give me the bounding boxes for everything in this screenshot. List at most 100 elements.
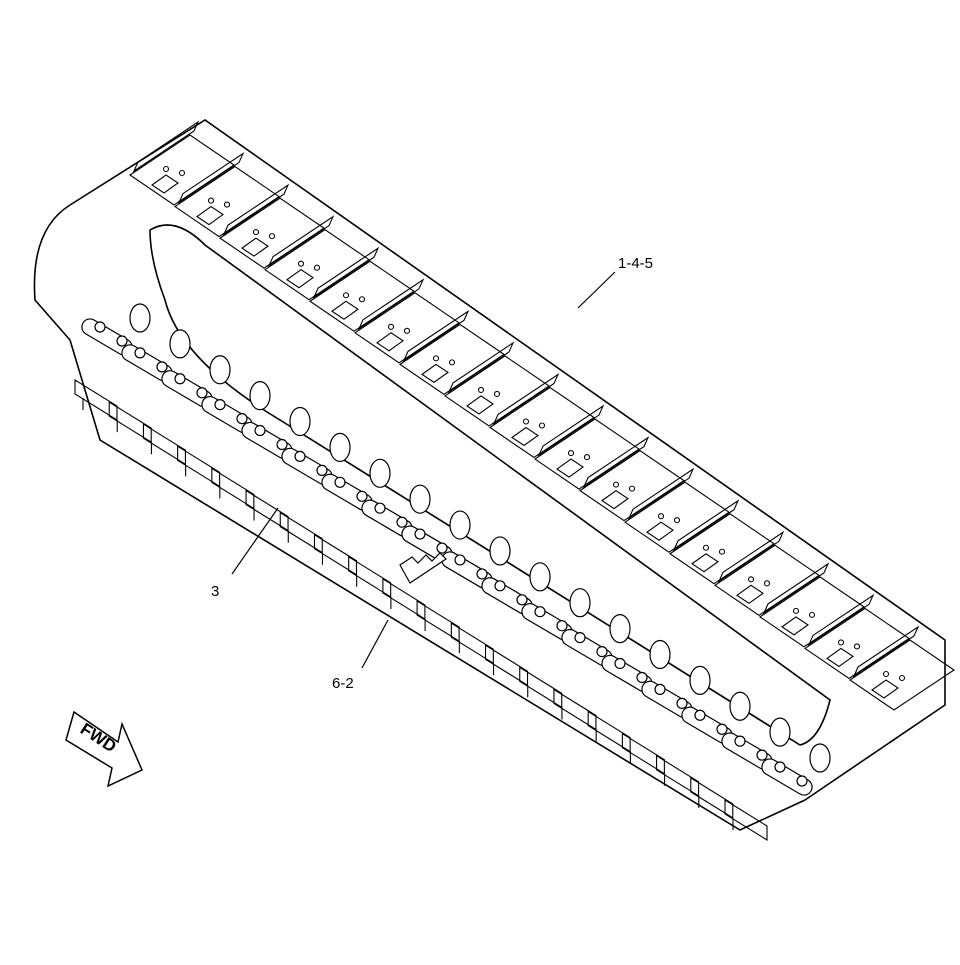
link-bushing — [414, 528, 426, 540]
shoe-grouser — [312, 246, 380, 299]
shoe-bolt — [628, 485, 636, 492]
shoe-bracket — [241, 237, 269, 257]
shoe-bracket — [736, 584, 764, 604]
track-roller — [369, 458, 391, 488]
lower-shoe — [211, 467, 255, 510]
shoe-bolt — [837, 639, 845, 646]
link-bushing — [374, 502, 386, 514]
track-shoe — [489, 386, 595, 459]
shoe-bolt — [432, 355, 440, 362]
lower-shoe — [382, 577, 426, 620]
shoe-grouser — [537, 404, 605, 457]
shoe-bolt — [583, 454, 591, 461]
track-roller — [729, 691, 751, 721]
track-roller — [609, 613, 631, 644]
shoe-bracket — [601, 489, 629, 510]
callout-1-4-5: 1-4-5 — [618, 255, 653, 272]
track-roller — [209, 355, 231, 385]
shoe-bolt — [162, 165, 170, 173]
link-bushing — [156, 361, 168, 373]
shoe-bolt — [178, 169, 186, 177]
link-bushing — [774, 761, 786, 773]
track-shoe — [534, 418, 640, 490]
shoe-bracket — [466, 395, 494, 415]
lower-shoe — [177, 445, 221, 488]
shoe-bolt — [853, 643, 861, 650]
shoe-bolt — [763, 580, 771, 587]
link-bushing — [454, 554, 466, 566]
link-bushing — [214, 399, 226, 411]
fwd-direction-marker: FWD — [65, 710, 143, 788]
link-bushing — [494, 580, 506, 592]
shoe-bolt — [493, 390, 501, 397]
track-roller — [529, 562, 551, 592]
track-roller — [289, 406, 311, 437]
lower-shoe — [108, 401, 152, 444]
shoe-bracket — [151, 174, 179, 194]
shoe-bracket — [556, 458, 584, 478]
lower-shoe — [279, 511, 323, 554]
lower-shoe — [348, 555, 392, 598]
shoe-bolt — [342, 292, 350, 299]
link-bushing — [174, 373, 186, 385]
shoe-bolt — [612, 481, 620, 488]
shoe-bracket — [376, 332, 404, 352]
link-bushing — [334, 476, 346, 488]
shoe-grouser — [717, 530, 785, 583]
lower-shoe — [416, 600, 460, 643]
track-shoe — [759, 576, 865, 648]
shoe-bolt — [792, 607, 800, 614]
lower-shoe — [690, 776, 734, 819]
lower-shoe — [313, 533, 358, 576]
link-bushing — [716, 723, 728, 735]
link-bushing — [254, 424, 266, 437]
link-bushing — [636, 671, 648, 684]
shoe-grouser — [447, 341, 515, 394]
lower-shoe — [484, 644, 529, 687]
track-shoe — [579, 449, 685, 522]
track-roller — [489, 536, 511, 566]
shoe-bolt — [657, 513, 665, 520]
link-bushing — [116, 335, 128, 347]
sprocket-segment — [399, 552, 447, 584]
track-shoe — [399, 323, 505, 396]
track-roller — [809, 743, 831, 773]
track-roller — [129, 303, 151, 333]
shoe-grouser — [267, 215, 335, 268]
shoe-grouser — [357, 278, 425, 331]
shoe-bolt — [477, 386, 485, 393]
shoe-bolt — [268, 233, 276, 240]
shoe-grouser — [582, 436, 650, 489]
shoe-bolt — [358, 296, 366, 303]
track-shoe — [219, 197, 325, 269]
track-shoe — [354, 292, 460, 364]
shoe-bracket — [781, 616, 809, 636]
link-bushing — [534, 606, 546, 618]
lower-shoe — [519, 666, 563, 709]
shoe-grouser — [672, 499, 740, 552]
upper-track-shoes — [129, 120, 955, 711]
link-bushing — [596, 645, 608, 658]
shoe-bolt — [207, 197, 215, 204]
shoe-grouser — [402, 309, 470, 362]
shoe-bracket — [646, 521, 674, 541]
track-shoe — [714, 544, 820, 616]
link-bushing — [436, 542, 448, 554]
lower-shoe — [724, 799, 768, 841]
link-bushing — [134, 347, 146, 359]
leader-line-3 — [231, 507, 279, 575]
shoe-bolt — [387, 323, 395, 330]
lower-shoe — [587, 710, 631, 753]
track-shoe — [264, 229, 370, 301]
callout-6-2: 6-2 — [332, 675, 354, 692]
shoe-bolt — [538, 422, 546, 429]
shoe-bracket — [871, 679, 899, 699]
shoe-bolt — [567, 450, 575, 457]
shoe-bolt — [297, 260, 305, 267]
lower-shoe — [74, 379, 118, 421]
shoe-bracket — [421, 363, 449, 384]
link-bushing — [654, 683, 666, 695]
shoe-grouser — [807, 593, 875, 646]
